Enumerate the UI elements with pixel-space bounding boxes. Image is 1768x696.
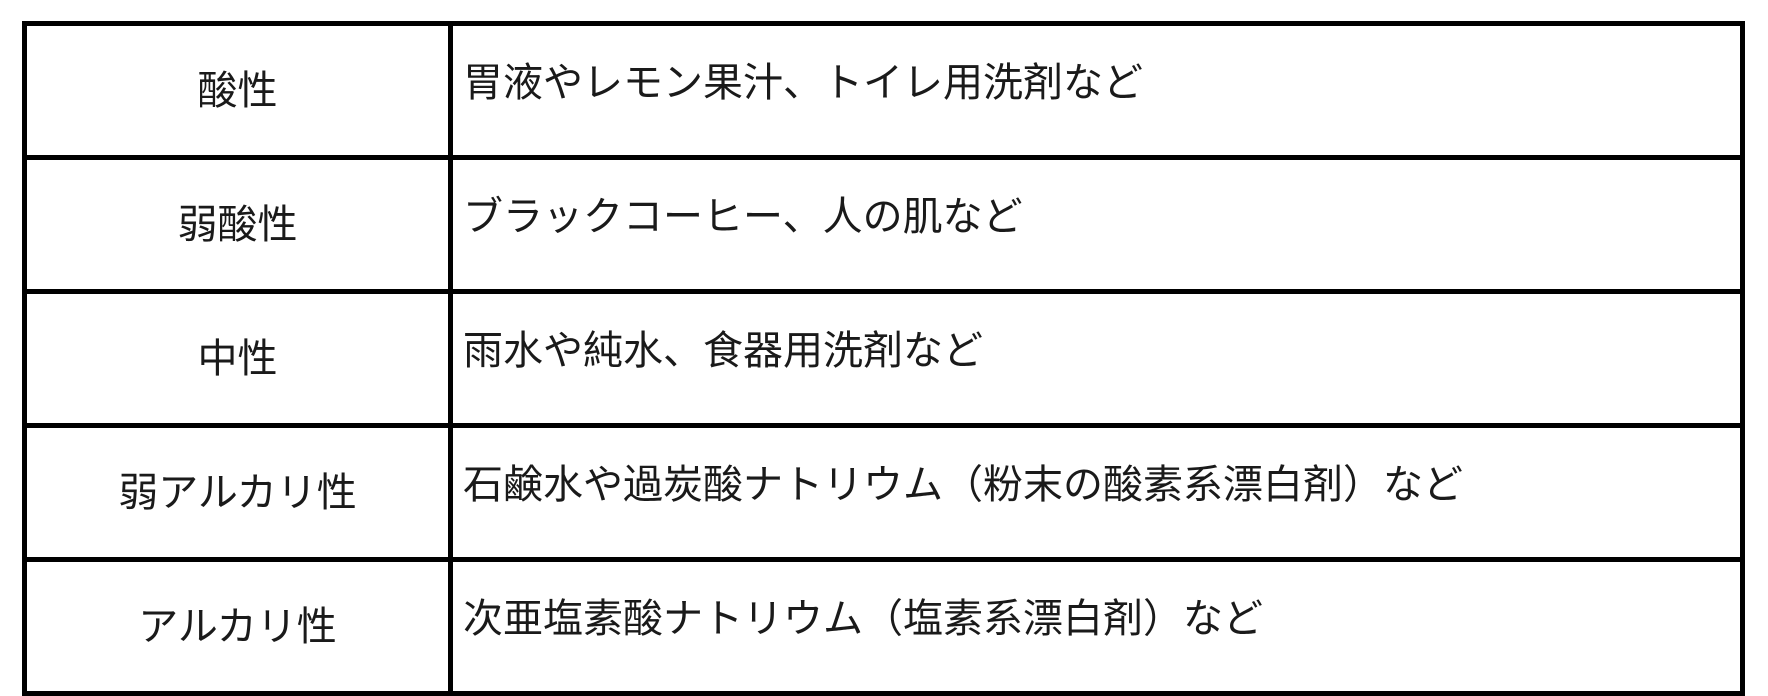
table-row-weak-alkaline: 弱アルカリ性 石鹸水や過炭酸ナトリウム（粉末の酸素系漂白剤）など <box>22 423 1745 562</box>
table-row-neutral: 中性 雨水や純水、食器用洗剤など <box>22 289 1745 428</box>
ph-example-text: 石鹸水や過炭酸ナトリウム（粉末の酸素系漂白剤）など <box>448 423 1745 562</box>
table-body: 酸性 胃液やレモン果汁、トイレ用洗剤など 弱酸性 ブラックコーヒー、人の肌など … <box>22 21 1745 696</box>
ph-category-label: アルカリ性 <box>22 557 453 696</box>
table-row-acidic: 酸性 胃液やレモン果汁、トイレ用洗剤など <box>22 21 1745 160</box>
ph-example-text: 次亜塩素酸ナトリウム（塩素系漂白剤）など <box>448 557 1745 696</box>
ph-classification-table: 酸性 胃液やレモン果汁、トイレ用洗剤など 弱酸性 ブラックコーヒー、人の肌など … <box>22 21 1745 696</box>
ph-category-label: 中性 <box>22 289 453 428</box>
ph-category-label: 弱酸性 <box>22 155 453 294</box>
ph-example-text: 雨水や純水、食器用洗剤など <box>448 289 1745 428</box>
table-row-alkaline: アルカリ性 次亜塩素酸ナトリウム（塩素系漂白剤）など <box>22 557 1745 696</box>
ph-category-label: 酸性 <box>22 21 453 160</box>
ph-category-label: 弱アルカリ性 <box>22 423 453 562</box>
table-row-weak-acidic: 弱酸性 ブラックコーヒー、人の肌など <box>22 155 1745 294</box>
ph-example-text: 胃液やレモン果汁、トイレ用洗剤など <box>448 21 1745 160</box>
ph-example-text: ブラックコーヒー、人の肌など <box>448 155 1745 294</box>
